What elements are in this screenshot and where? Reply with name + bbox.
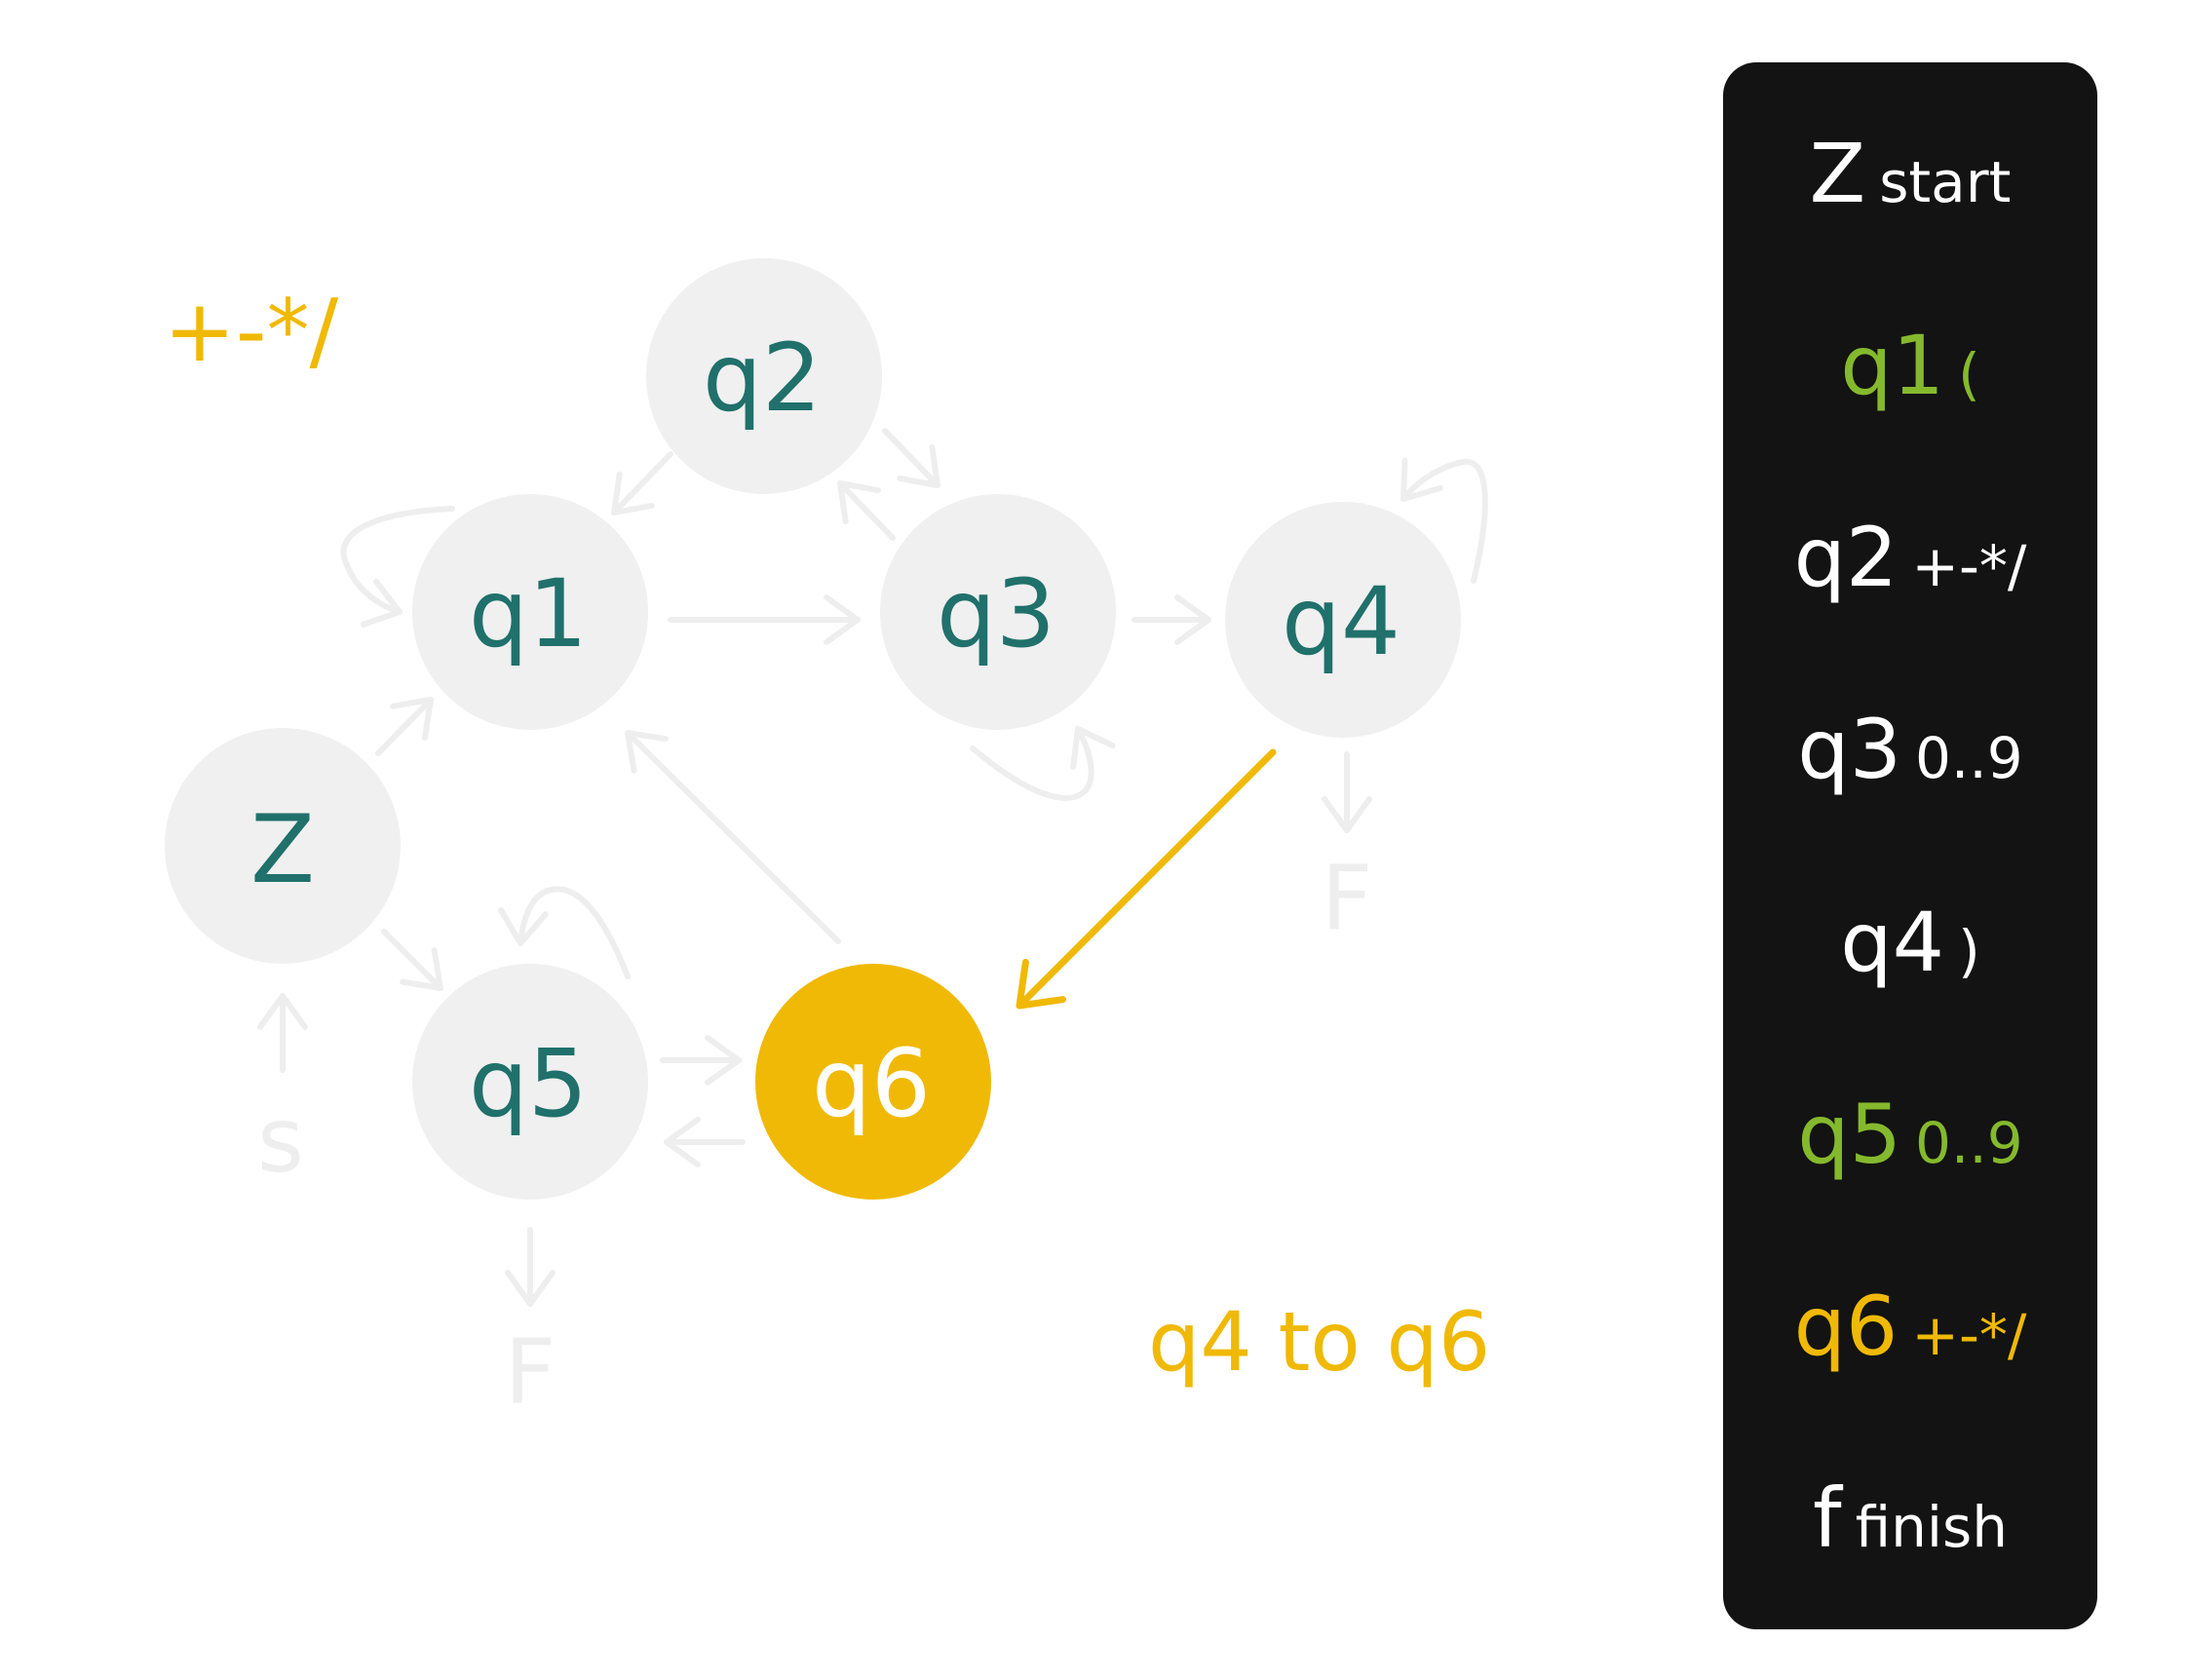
legend-desc: +-*/ bbox=[1911, 1301, 2027, 1368]
edge-q6-q1 bbox=[625, 730, 841, 944]
legend-key: Z bbox=[1809, 126, 1866, 221]
edge-q3-q2 bbox=[837, 480, 896, 541]
current-input-label: +-*/ bbox=[164, 281, 338, 381]
legend-desc: +-*/ bbox=[1911, 533, 2027, 600]
legend-desc: 0..9 bbox=[1915, 1109, 2023, 1176]
state-q2: q2 bbox=[646, 258, 882, 494]
legend-key: q6 bbox=[1793, 1278, 1899, 1374]
state-q1: q1 bbox=[412, 494, 648, 730]
legend-desc: start bbox=[1879, 149, 2012, 215]
legend-desc: finish bbox=[1855, 1493, 2008, 1560]
edge-z-q5 bbox=[381, 929, 443, 991]
state-q6-label: q6 bbox=[812, 1029, 931, 1138]
edge-z-q1 bbox=[375, 697, 434, 756]
state-q3-circle bbox=[880, 494, 1116, 730]
state-q4: q4 bbox=[1225, 502, 1461, 738]
legend-key: q2 bbox=[1793, 510, 1899, 606]
state-z: Z bbox=[165, 728, 401, 964]
state-q1-label: q1 bbox=[469, 559, 588, 668]
state-q3: q3 bbox=[880, 494, 1116, 730]
legend-key: q3 bbox=[1797, 702, 1902, 798]
legend-item-q1: q1( bbox=[1840, 287, 1979, 443]
state-q5: q5 bbox=[412, 964, 648, 1200]
edge-q2-q3 bbox=[882, 428, 940, 488]
state-q3-label: q3 bbox=[937, 559, 1055, 668]
legend-key: f bbox=[1813, 1470, 1842, 1566]
legend-key: q5 bbox=[1797, 1086, 1902, 1182]
state-q5-label: q5 bbox=[469, 1029, 588, 1138]
final-marker-q4-label: F bbox=[1322, 847, 1373, 951]
legend-key: q4 bbox=[1840, 894, 1945, 990]
loop-q1 bbox=[340, 506, 455, 628]
legend-desc: ( bbox=[1958, 341, 1980, 408]
state-q4-label: q4 bbox=[1282, 567, 1400, 676]
edge-q4-q6-highlighted bbox=[1016, 748, 1277, 1010]
state-q5-circle bbox=[412, 964, 648, 1200]
state-q4-circle bbox=[1225, 502, 1461, 738]
loop-q4 bbox=[1400, 457, 1488, 584]
legend-item-q2: q2+-*/ bbox=[1794, 479, 2027, 635]
transitions bbox=[257, 428, 1488, 1307]
edge-q2-q1 bbox=[611, 451, 673, 515]
loop-q3 bbox=[970, 726, 1116, 801]
start-marker-label: s bbox=[257, 1088, 304, 1193]
transition-caption: q4 to q6 bbox=[1148, 1294, 1490, 1390]
state-z-label: Z bbox=[250, 795, 315, 904]
state-q2-circle bbox=[646, 258, 882, 494]
state-diagram: Z q1 q2 q3 q4 q5 q6 s F F +-*/ q4 to q6 bbox=[164, 258, 1490, 1425]
legend-item-q4: q4) bbox=[1840, 864, 1979, 1020]
legend-item-q6: q6+-*/ bbox=[1794, 1248, 2027, 1404]
state-q2-label: q2 bbox=[703, 324, 822, 433]
state-q6-circle bbox=[755, 964, 991, 1200]
loop-q5 bbox=[498, 886, 631, 979]
legend-desc: ) bbox=[1958, 917, 1980, 984]
final-marker-q5-label: F bbox=[505, 1320, 556, 1425]
state-q1-circle bbox=[412, 494, 648, 730]
state-q6-active: q6 bbox=[755, 964, 991, 1200]
state-z-circle bbox=[165, 728, 401, 964]
legend-desc: 0..9 bbox=[1915, 725, 2023, 792]
legend-key: q1 bbox=[1840, 318, 1945, 414]
